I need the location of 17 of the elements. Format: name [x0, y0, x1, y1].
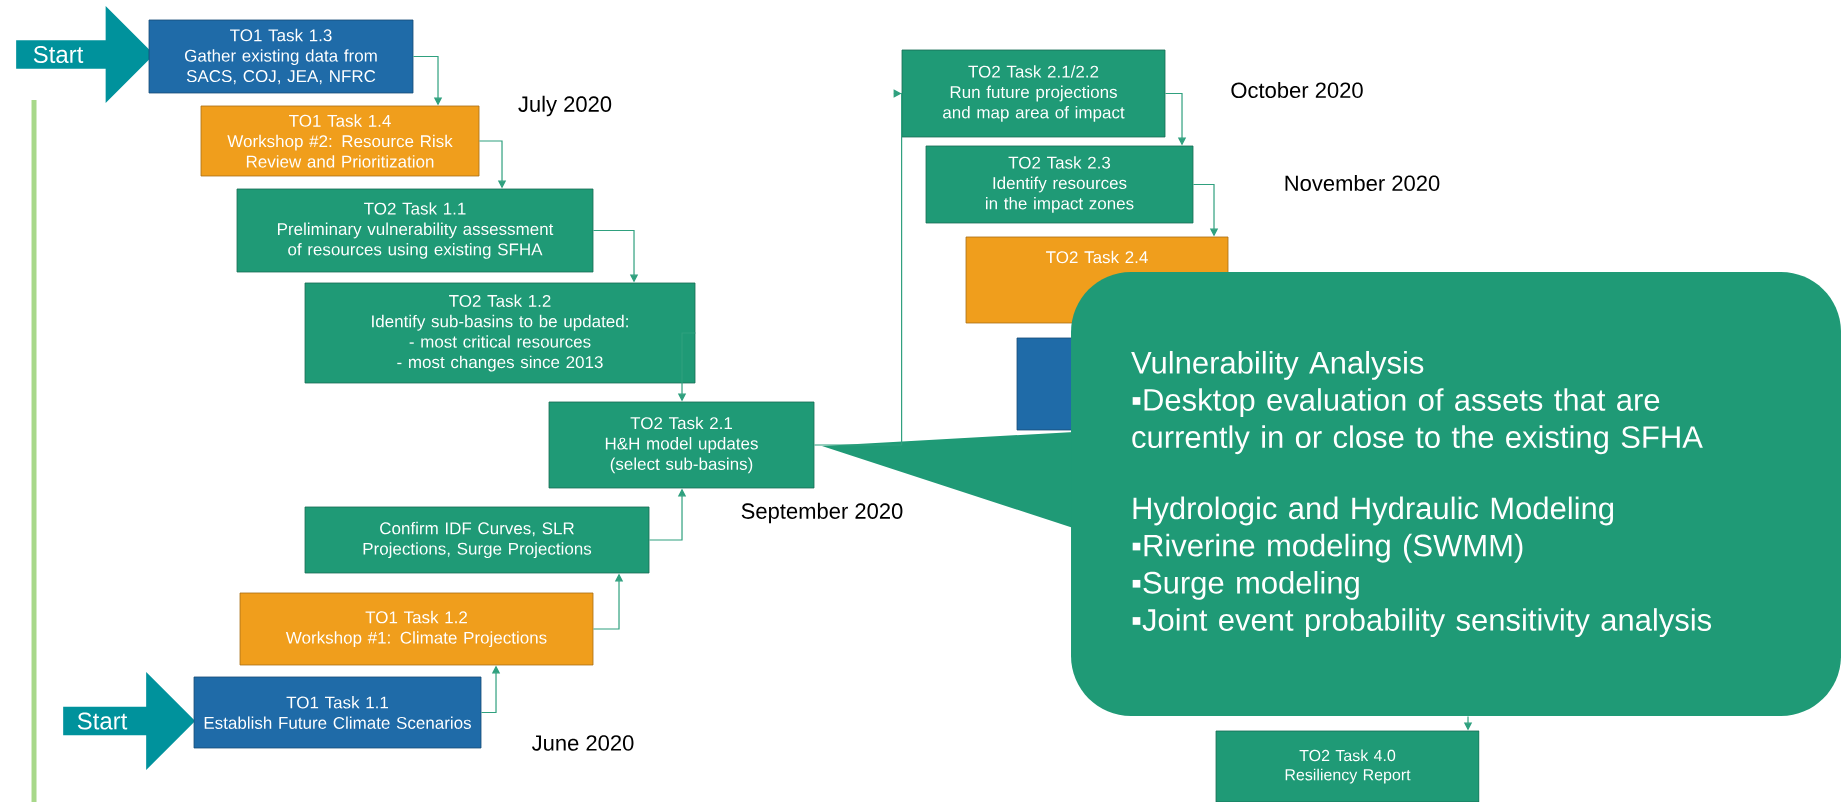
task-box	[1016, 337, 1074, 431]
task-box: TO2 Task 2.1 H&H model updates (select sub-basins)	[548, 401, 815, 489]
task-box: Confirm IDF Curves, SLR Projections, Surge Projections	[304, 506, 650, 574]
task-box: TO2 Task 2.3 Identify resources in the impact zones	[925, 145, 1194, 224]
task-box: TO2 Task 2.1/2.2 Run future projections and map area of impact	[901, 49, 1166, 138]
arrow	[813, 89, 903, 446]
task-box: TO1 Task 1.3 Gather existing data from SACS, COJ, JEA, NFRC	[148, 19, 414, 94]
month-label: November 2020	[1285, 174, 1440, 192]
task-box: TO2 Task 4.0 Resiliency Report	[1215, 730, 1480, 802]
task-box: TO2 Task 1.2 Identify sub-basins to be updated: - most critical resources - most changes since 2013	[304, 282, 696, 384]
task-box: TO1 Task 1.4 Workshop #2: Resource Risk Review and Prioritization	[200, 105, 480, 177]
task-box: TO2 Task 1.1 Preliminary vulnerability assessment of resources using existing SFHA	[236, 188, 594, 273]
month-label: June 2020	[532, 735, 634, 751]
task-box: TO1 Task 1.1 Establish Future Climate Scenarios	[193, 676, 482, 749]
month-label: July 2020	[518, 95, 612, 117]
task-box: TO1 Task 1.2 Workshop #1: Climate Projections	[239, 592, 594, 666]
month-label: October 2020	[1231, 81, 1363, 99]
